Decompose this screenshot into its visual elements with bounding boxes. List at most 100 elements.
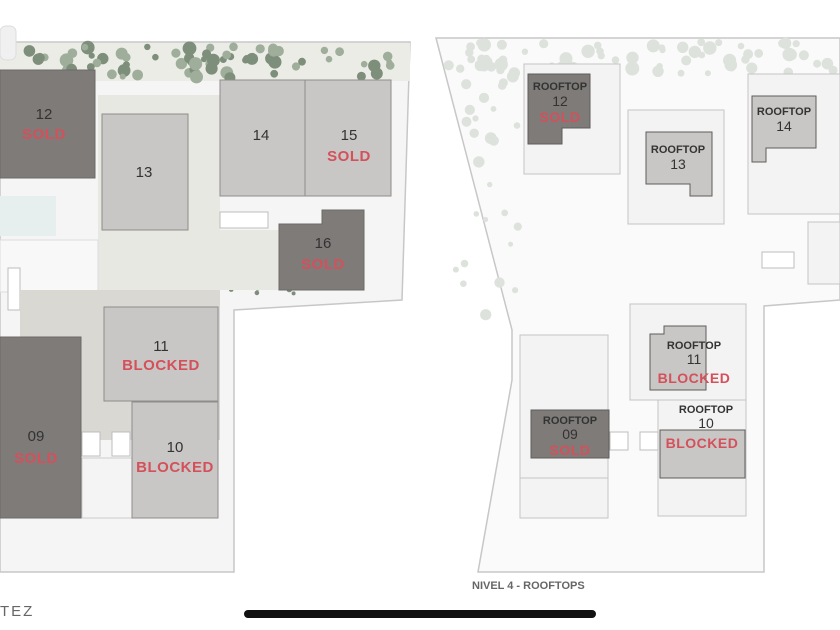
tree-dot	[268, 45, 280, 57]
tree-dot	[461, 79, 472, 90]
tree-dot	[792, 40, 800, 48]
tree-dot	[593, 41, 602, 50]
rooftop-11-status: BLOCKED	[658, 370, 731, 386]
rooftop-09-number: 09	[562, 426, 578, 442]
rooftop-12-number: 12	[552, 93, 568, 109]
back-chip[interactable]	[0, 25, 17, 61]
tree-dot	[368, 59, 381, 72]
tree-dot	[746, 62, 758, 74]
tree-dot	[625, 61, 640, 76]
tree-dot	[460, 259, 469, 268]
tree-dot	[487, 181, 493, 188]
unit-11-number: 11	[153, 338, 169, 355]
tree-dot	[728, 64, 736, 72]
rooftop-11-number: 11	[687, 351, 702, 367]
left-unit-11[interactable]: 11 BLOCKED	[103, 306, 219, 402]
left-unit-10[interactable]: 10 BLOCKED	[131, 401, 219, 519]
tree-dot	[382, 51, 393, 62]
tree-dot	[779, 37, 792, 49]
left-unit-15[interactable]: 15 SOLD	[304, 79, 392, 197]
tree-dot	[813, 59, 822, 68]
left-stair	[7, 267, 21, 311]
tree-dot	[132, 69, 144, 81]
tree-dot	[81, 43, 89, 51]
left-walkway	[219, 211, 269, 229]
tree-dot	[356, 71, 366, 81]
tree-dot	[743, 49, 754, 60]
tree-dot	[189, 57, 203, 71]
tree-dot	[456, 64, 465, 73]
tree-dot	[508, 241, 514, 247]
tree-dot	[782, 47, 797, 62]
rooftop-unit-09[interactable]: ROOFTOP 09 SOLD	[530, 409, 610, 459]
left-unit-09[interactable]: 09 SOLD	[0, 336, 82, 519]
rooftop-unit-13[interactable]: ROOFTOP 13	[645, 131, 713, 197]
tree-dot	[828, 65, 838, 75]
unit-13-number: 13	[136, 164, 153, 181]
tree-dot	[496, 39, 507, 50]
tree-dot	[23, 45, 36, 57]
rooftop-14-label: ROOFTOP	[757, 106, 811, 118]
unit-16-number: 16	[315, 235, 332, 252]
left-unit-14[interactable]: 14	[219, 79, 306, 197]
left-terrace-b	[111, 431, 131, 457]
tree-dot	[521, 48, 529, 55]
tree-dot	[511, 287, 519, 294]
left-unit-16[interactable]: 16 SOLD	[278, 209, 365, 291]
unit-10-number: 10	[167, 439, 184, 456]
tree-dot	[122, 53, 131, 62]
right-terrace-c	[761, 251, 795, 269]
tree-dot	[171, 48, 181, 58]
tree-dot	[325, 55, 333, 63]
tree-dot	[659, 46, 666, 54]
tree-dot	[360, 60, 368, 68]
tree-dot	[498, 78, 508, 88]
rooftop-10-number: 10	[698, 415, 714, 431]
rooftop-13-number: 13	[670, 156, 686, 172]
rooftop-unit-11[interactable]: ROOFTOP 11 BLOCKED	[649, 325, 731, 391]
tree-dot	[461, 116, 472, 127]
left-deck-b	[81, 457, 133, 519]
tree-dot	[821, 57, 834, 70]
rooftop-unit-12[interactable]: ROOFTOP 12 SOLD	[527, 73, 591, 145]
tree-dot	[119, 73, 126, 80]
rooftop-unit-14[interactable]: ROOFTOP 14	[751, 95, 817, 163]
rooftop-12-status: SOLD	[540, 109, 581, 125]
tree-dot	[677, 69, 685, 77]
left-pool	[0, 196, 56, 236]
tree-dot	[229, 42, 238, 52]
tree-dot	[490, 106, 497, 112]
tree-dot	[715, 39, 723, 47]
tree-dot	[270, 69, 279, 78]
brand-fragment: TEZ	[0, 603, 34, 620]
rooftop-13-label: ROOFTOP	[651, 144, 705, 156]
tree-dot	[581, 44, 595, 58]
tree-dot	[255, 44, 265, 54]
tree-dot	[464, 104, 475, 115]
tree-dot	[506, 70, 519, 83]
left-unit-13[interactable]: 13	[101, 113, 189, 231]
left-courtyard	[20, 95, 300, 440]
tree-dot	[498, 55, 508, 65]
tree-dot	[798, 50, 809, 61]
tree-dot	[190, 70, 203, 84]
tree-dot	[483, 216, 489, 223]
rooftop-12-label: ROOFTOP	[533, 81, 587, 93]
tree-dot	[646, 39, 660, 53]
home-indicator[interactable]	[244, 610, 596, 618]
tree-dot	[92, 58, 102, 68]
tree-dot	[597, 52, 605, 60]
floor-caption: NIVEL 4 - ROOFTOPS	[472, 580, 585, 592]
tree-dot	[254, 290, 260, 296]
rooftop-unit-10[interactable]: ROOFTOP 10 BLOCKED	[659, 404, 746, 479]
tree-dot	[476, 39, 484, 47]
tree-dot	[385, 61, 395, 70]
tree-dot	[122, 61, 130, 69]
tree-dot	[656, 62, 663, 70]
tree-dot	[496, 66, 505, 75]
tree-dot	[477, 54, 487, 64]
tree-dot	[175, 57, 188, 70]
left-unit-12[interactable]: 12 SOLD	[0, 69, 96, 179]
tree-dot	[472, 115, 479, 122]
